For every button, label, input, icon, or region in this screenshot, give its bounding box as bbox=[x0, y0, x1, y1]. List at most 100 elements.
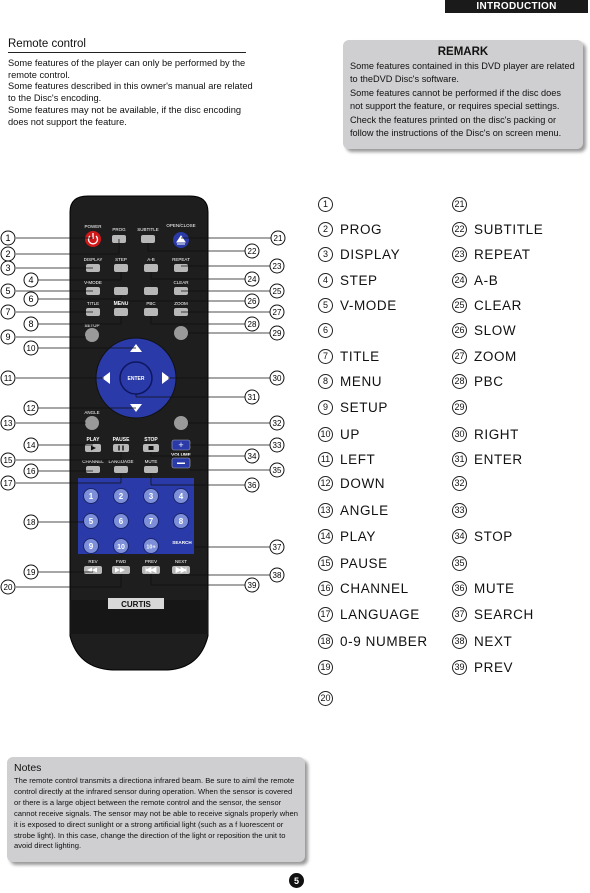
digit-button[interactable] bbox=[83, 538, 99, 554]
menu-button[interactable] bbox=[114, 308, 128, 316]
callout-number: 1 bbox=[5, 233, 10, 243]
volume-label: VOLUME bbox=[171, 452, 191, 457]
legend-number: 36 bbox=[452, 580, 467, 596]
intro-text: Some features of the player can only be … bbox=[8, 58, 253, 128]
angle-button[interactable] bbox=[85, 416, 99, 430]
legend-number: 11 bbox=[318, 451, 333, 467]
callout-number: 35 bbox=[273, 466, 282, 475]
play-label: PLAY bbox=[87, 437, 101, 443]
subtitle-button[interactable] bbox=[141, 235, 155, 243]
legend-number: 14 bbox=[318, 528, 333, 544]
pause-icon bbox=[118, 445, 124, 451]
digit-label: 4 bbox=[179, 492, 184, 501]
legend-label: LEFT bbox=[340, 451, 376, 467]
digit-button[interactable] bbox=[83, 513, 99, 529]
legend-number: 18 bbox=[318, 633, 333, 649]
left-arrow-icon[interactable] bbox=[102, 372, 110, 384]
callout-circle bbox=[0, 579, 16, 595]
unlabeled-button[interactable] bbox=[144, 287, 158, 295]
legend-label: ANGLE bbox=[340, 502, 389, 518]
callout-circle bbox=[23, 514, 39, 530]
legend-label: SETUP bbox=[340, 399, 389, 415]
intro-paragraph: Some features may not be available, if t… bbox=[8, 104, 242, 127]
legend-number: 2 bbox=[318, 221, 333, 237]
digit-button[interactable] bbox=[143, 538, 159, 554]
digit-button[interactable] bbox=[113, 513, 129, 529]
legend-number: 8 bbox=[318, 373, 333, 389]
legend-number: 15 bbox=[318, 555, 333, 571]
prev-label: PREV bbox=[145, 559, 157, 564]
slow-button[interactable] bbox=[114, 287, 128, 295]
legend-number: 3 bbox=[318, 246, 333, 262]
pause-button[interactable] bbox=[113, 444, 129, 452]
digit-button[interactable] bbox=[113, 488, 129, 504]
setup-button[interactable] bbox=[85, 328, 99, 342]
right-arrow-icon[interactable] bbox=[162, 372, 170, 384]
digit-button[interactable] bbox=[143, 513, 159, 529]
legend-number: 1 bbox=[318, 196, 333, 212]
digit-button[interactable] bbox=[173, 513, 189, 529]
legend-label: DISPLAY bbox=[340, 246, 401, 262]
callout-number: 11 bbox=[4, 374, 13, 383]
subtitle-label: SUBTITLE bbox=[137, 227, 159, 232]
legend-number: 19 bbox=[318, 659, 333, 675]
callout-circle bbox=[0, 260, 16, 276]
callout-number: 27 bbox=[273, 308, 282, 317]
legend-number: 39 bbox=[452, 659, 467, 675]
callout-circle bbox=[0, 329, 16, 345]
step-button[interactable] bbox=[114, 264, 128, 272]
legend-label: REPEAT bbox=[474, 246, 531, 262]
callout-circle bbox=[269, 325, 285, 341]
ab-button[interactable] bbox=[144, 264, 158, 272]
legend-label: PBC bbox=[474, 373, 504, 389]
mute-button[interactable] bbox=[144, 466, 158, 473]
legend-label: ZOOM bbox=[474, 348, 517, 364]
mute-label: MUTE bbox=[145, 459, 158, 464]
callout-circle bbox=[244, 577, 260, 593]
digit-button[interactable] bbox=[143, 488, 159, 504]
digit-button[interactable] bbox=[83, 488, 99, 504]
legend-number: 22 bbox=[452, 221, 467, 237]
digit-label: 5 bbox=[89, 517, 94, 526]
digit-button[interactable] bbox=[173, 488, 189, 504]
callout-circle bbox=[269, 437, 285, 453]
digit-label: 8 bbox=[179, 517, 184, 526]
callout-number: 28 bbox=[248, 320, 257, 329]
extra-button-bottom[interactable] bbox=[174, 416, 188, 430]
legend-item: 29 bbox=[452, 398, 474, 416]
play-icon bbox=[91, 445, 96, 451]
callout-circle bbox=[23, 291, 39, 307]
brand-plate bbox=[108, 598, 164, 609]
repeat-button[interactable] bbox=[174, 264, 188, 272]
channel-button[interactable] bbox=[86, 466, 100, 473]
extra-button-top[interactable] bbox=[174, 326, 188, 340]
fast-forward-icon bbox=[115, 567, 125, 573]
legend-label: PAUSE bbox=[340, 555, 388, 571]
remote-diagram: POWER PROG SUBTITLE OPEN/CLOSE DISPLAY S… bbox=[0, 195, 286, 671]
legend-item: 20 bbox=[318, 689, 340, 707]
legend-number: 38 bbox=[452, 633, 467, 649]
legend-number: 5 bbox=[318, 297, 333, 313]
callout-number: 8 bbox=[28, 319, 33, 329]
legend-label: PREV bbox=[474, 659, 514, 675]
intro-paragraph: Some features of the player can only be … bbox=[8, 58, 246, 80]
pbc-button[interactable] bbox=[144, 308, 158, 316]
setup-label: SETUP bbox=[84, 323, 99, 328]
notes-text: The remote control transmits a direction… bbox=[14, 776, 298, 851]
language-button[interactable] bbox=[114, 466, 128, 473]
callout-circle bbox=[0, 370, 16, 386]
remark-line: Check the features printed on the disc's… bbox=[350, 114, 562, 139]
callout-number: 15 bbox=[4, 456, 13, 465]
digit-button[interactable] bbox=[113, 538, 129, 554]
callout-circle bbox=[23, 564, 39, 580]
open-close-label: OPEN/CLOSE bbox=[166, 223, 195, 228]
legend-number: 35 bbox=[452, 555, 467, 571]
rewind-icon bbox=[87, 567, 97, 573]
remark-box: REMARK Some features contained in this D… bbox=[343, 40, 583, 149]
